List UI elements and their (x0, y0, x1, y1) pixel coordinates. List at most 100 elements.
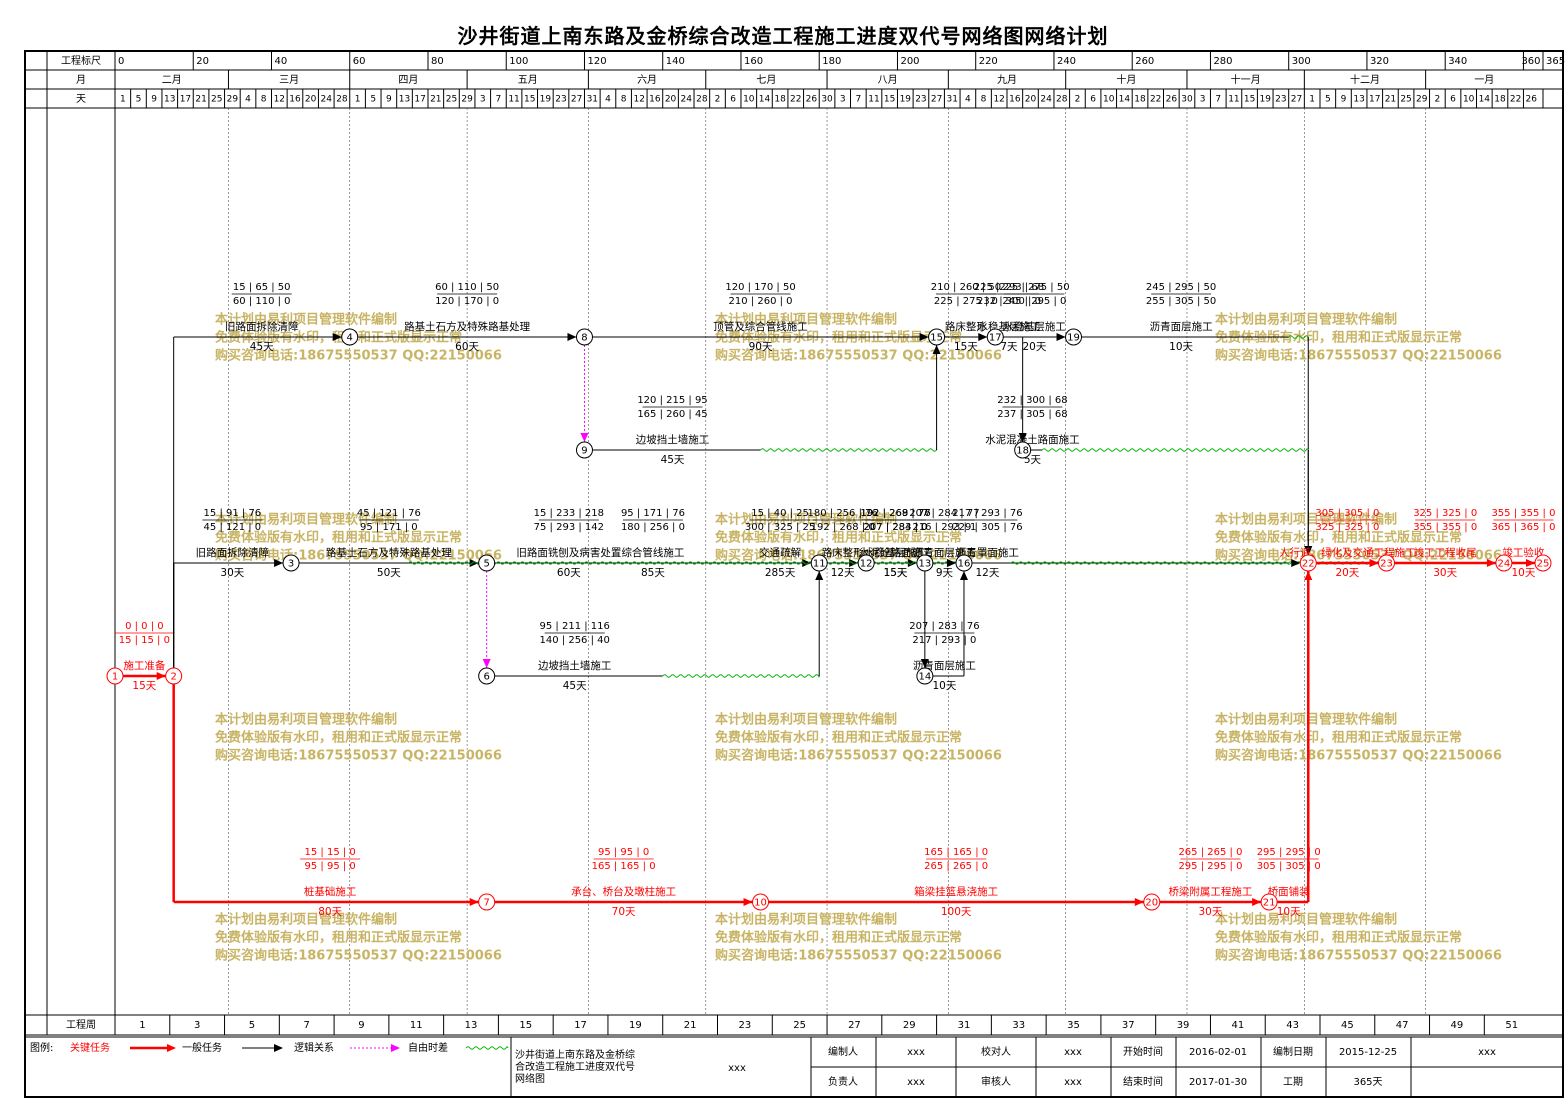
task-time-bottom: 45 | 121 | 0 (204, 522, 262, 533)
node-number: 2 (170, 672, 176, 683)
day-number: 21 (195, 95, 206, 105)
week-number: 29 (903, 1020, 916, 1031)
day-number: 26 (1526, 95, 1538, 105)
task-name: 综合管线施工 (621, 546, 684, 559)
task-time-bottom: 120 | 170 | 0 (435, 296, 499, 307)
day-number: 20 (1025, 95, 1037, 105)
day-number: 28 (1056, 95, 1068, 105)
task-time-top: 120 | 215 | 95 (637, 395, 707, 406)
task-time-bottom: 192 | 268 | 0 (811, 522, 875, 533)
month-name: 十二月 (1350, 73, 1380, 86)
node-circle (341, 328, 359, 346)
node-number: 11 (813, 559, 826, 570)
node-circle (478, 893, 496, 911)
task-duration: 7天 (1000, 341, 1018, 353)
task-arrow-head (469, 559, 479, 567)
day-number: 30 (1181, 95, 1193, 105)
task-time-bottom: 255 | 305 | 50 (1146, 296, 1216, 307)
task-time-bottom: 95 | 95 | 0 (305, 861, 356, 872)
watermark-text: 购买咨询电话:18675550537 QQ:22150066 (1215, 748, 1502, 764)
day-number: 13 (399, 95, 410, 105)
week-number: 27 (848, 1020, 861, 1031)
node-circle (1534, 554, 1552, 572)
week-number: 31 (958, 1020, 971, 1031)
node-number: 23 (1380, 559, 1393, 570)
task-arrow-head (1304, 546, 1313, 555)
day-number: 5 (1325, 95, 1331, 105)
free-float-wave (1041, 448, 1309, 452)
day-number: 11 (868, 95, 879, 105)
week-number: 9 (358, 1020, 364, 1031)
day-number: 12 (634, 95, 645, 105)
task-time-bottom: 325 | 325 | 0 (1315, 522, 1379, 533)
node-circle (575, 441, 593, 459)
node-circle (478, 667, 496, 685)
task-time-top: 15 | 91 | 76 (204, 508, 262, 519)
watermark-text: 购买咨询电话:18675550537 QQ:22150066 (215, 748, 502, 764)
month-name: 九月 (997, 74, 1017, 86)
node-number: 24 (1498, 559, 1511, 570)
week-number: 17 (574, 1020, 587, 1031)
node-circle (1299, 554, 1317, 572)
node-number: 1 (112, 672, 118, 683)
watermark-text: 本计划由易利项目管理软件编制 (715, 912, 897, 928)
task-name: 水稳基层施工 (1003, 320, 1066, 333)
watermark-text: 购买咨询电话:18675550537 QQ:22150066 (715, 948, 1002, 964)
task-time-top: 60 | 110 | 50 (435, 282, 499, 293)
footer-cell: xxx (1064, 1077, 1082, 1088)
day-number: 8 (261, 95, 267, 105)
day-number: 8 (621, 95, 627, 105)
task-time-bottom: 207 | 284 | 0 (864, 522, 928, 533)
task-arrow-head (1304, 571, 1313, 580)
day-number: 2 (1075, 95, 1081, 105)
task-arrow-head (849, 559, 859, 567)
day-number: 10 (743, 95, 755, 105)
footer-cell: 2017-01-30 (1189, 1077, 1247, 1088)
task-duration: 12天 (831, 567, 855, 579)
month-name: 三月 (279, 74, 299, 86)
scale-tick-label: 260 (1135, 56, 1154, 67)
task-time-bottom: 216 | 293 | 1 (912, 522, 976, 533)
node-number: 5 (483, 559, 489, 570)
watermark-text: 免费体验版有水印，租用和正式版显示正常 (1215, 930, 1462, 946)
task-name: 交通疏解 (759, 546, 801, 559)
task-time-top: 295 | 295 | 0 (1257, 847, 1321, 858)
node-number: 15 (930, 333, 943, 344)
day-number: 23 (1275, 95, 1286, 105)
task-duration: 9天 (936, 567, 954, 579)
legend-free-label: 自由时差 (408, 1041, 448, 1054)
footer-cell: xxx (907, 1047, 925, 1058)
task-arrow-head (567, 333, 577, 341)
node-circle (478, 554, 496, 572)
task-duration: 50天 (377, 567, 401, 579)
task-name: 路基土石方及特殊路基处理 (404, 320, 530, 333)
task-time-top: 355 | 355 | 0 (1491, 508, 1555, 519)
task-arrow-head (959, 571, 968, 580)
task-name: 路床整形 (822, 546, 864, 559)
week-number: 47 (1396, 1020, 1409, 1031)
day-number: 30 (821, 95, 833, 105)
day-number: 25 (1400, 95, 1411, 105)
day-number: 31 (587, 95, 598, 105)
task-time-bottom: 229 | 305 | 76 (952, 522, 1022, 533)
logic-arrow-head (482, 659, 491, 668)
legend-critical-label: 关键任务 (70, 1041, 110, 1054)
week-number: 41 (1231, 1020, 1244, 1031)
task-time-top: 165 | 165 | 0 (924, 847, 988, 858)
task-arrow-head (1486, 559, 1496, 567)
task-duration: 15天 (954, 341, 978, 353)
month-name: 八月 (878, 74, 898, 86)
day-number: 29 (1416, 95, 1428, 105)
node-circle (282, 554, 300, 572)
task-time-top: 95 | 211 | 116 (540, 621, 610, 632)
day-number: 19 (540, 95, 552, 105)
day-number: 1 (120, 95, 126, 105)
day-number: 11 (1228, 95, 1239, 105)
week-number: 45 (1341, 1020, 1354, 1031)
free-float-wave (760, 448, 938, 452)
day-number: 26 (806, 95, 818, 105)
task-arrow-head (1056, 333, 1066, 341)
day-number: 14 (759, 95, 771, 105)
day-number: 28 (696, 95, 708, 105)
